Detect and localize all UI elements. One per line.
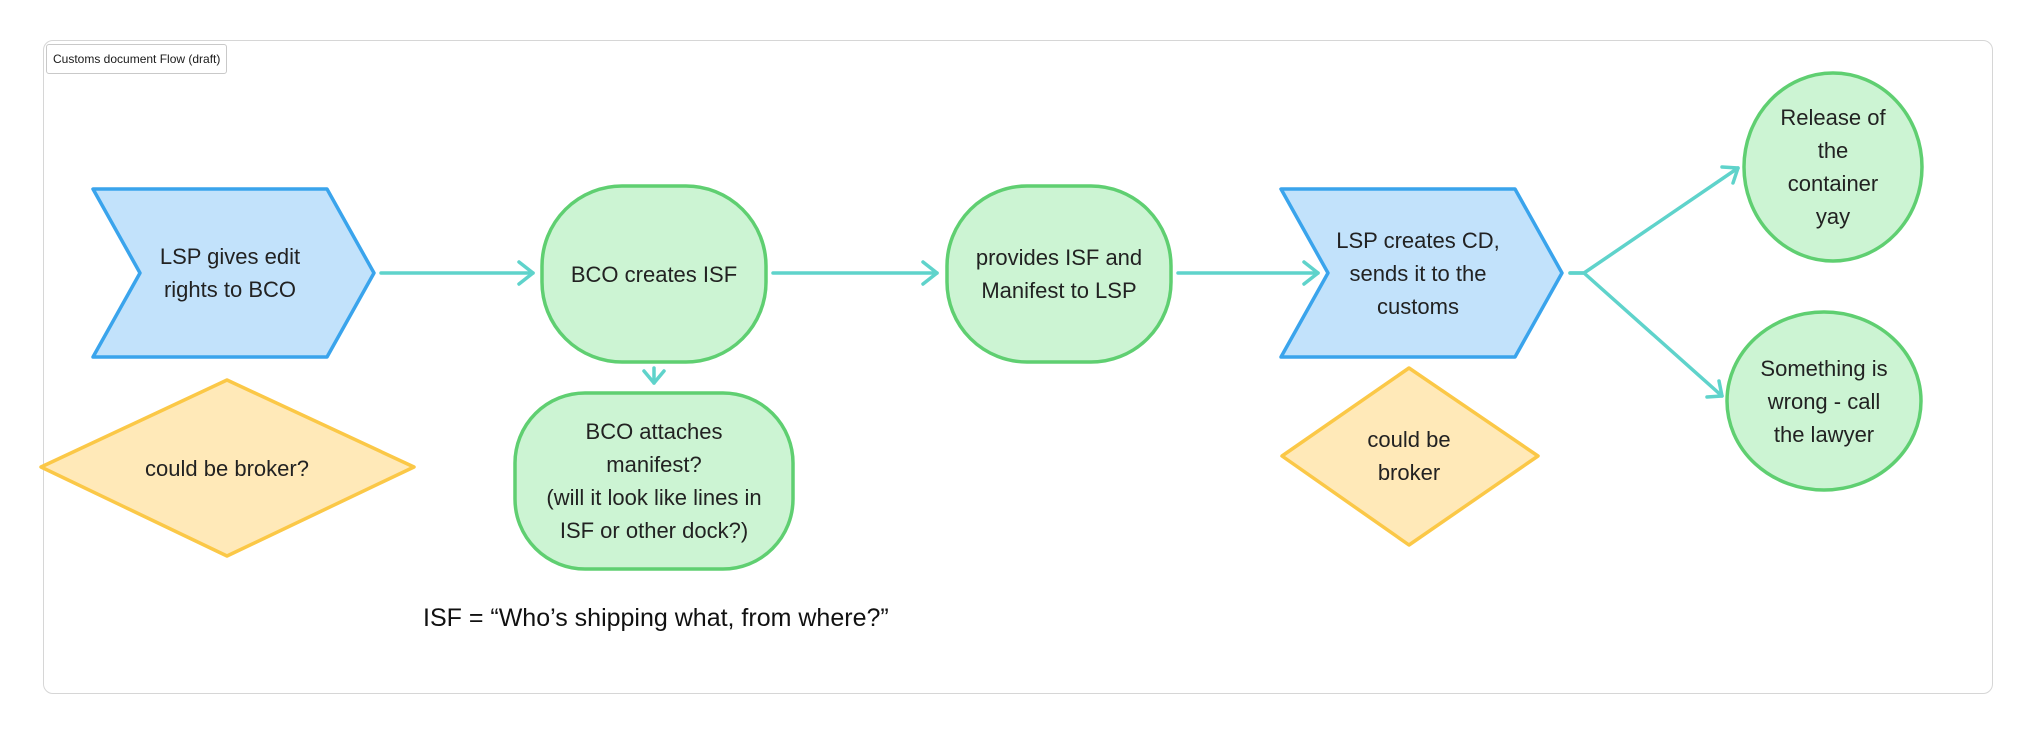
isf-note[interactable]: ISF = “Who’s shipping what, from where?” (423, 604, 889, 632)
node-wrong-label: Something is wrong - call the lawyer (1760, 355, 1888, 447)
arrow-lsp-to-bco (379, 260, 535, 286)
arrow-to-wrong (1568, 271, 1724, 399)
node-broker1-label: could be broker? (145, 455, 309, 481)
arrow-bco-to-attaches (642, 366, 666, 385)
node-broker1-shape[interactable] (39, 378, 416, 558)
node-broker2-shape[interactable] (1280, 366, 1540, 547)
node-provides-label: provides ISF and Manifest to LSP (975, 245, 1143, 303)
node-release-shape[interactable] (1742, 71, 1924, 263)
frame[interactable] (43, 40, 1993, 694)
node-bco-creates-shape[interactable] (540, 184, 768, 364)
node-lsp-gives-shape[interactable] (91, 187, 376, 359)
node-lsp-creates-shape[interactable] (1279, 187, 1564, 359)
arrow-to-release (1568, 165, 1740, 275)
node-broker2-label: could be broker (1367, 427, 1451, 485)
node-lsp-gives-label: LSP gives edit rights to BCO (159, 244, 301, 302)
arrow-bco-to-provides (771, 260, 939, 286)
arrow-provides-to-lspcd (1176, 260, 1320, 286)
node-lsp-creates-label: LSP creates CD, sends it to the customs (1336, 227, 1500, 319)
node-attaches-shape[interactable] (513, 391, 795, 571)
frame-title[interactable]: Customs document Flow (draft) (46, 44, 228, 74)
node-provides-shape[interactable] (945, 184, 1173, 364)
node-bco-creates-label: BCO creates ISF (570, 261, 738, 287)
node-release-label: Release of the container yay (1780, 105, 1886, 229)
node-wrong-shape[interactable] (1725, 310, 1923, 492)
node-attaches-label: BCO attaches manifest? (will it look lik… (546, 419, 762, 543)
